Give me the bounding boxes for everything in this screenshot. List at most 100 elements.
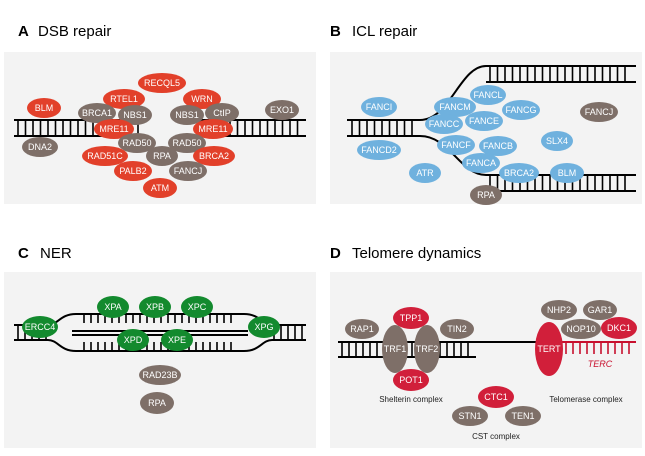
protein-shape [505,406,541,426]
protein-trf1: TRF1 [382,325,408,373]
protein-tert: TERT [535,322,563,376]
protein-icl-rpa: RPA [470,185,502,205]
protein-shape [561,319,601,339]
ner-top-basepairs [83,314,232,323]
protein-shape [393,307,429,329]
protein-shape [94,119,134,139]
protein-label: FANCE [469,116,499,126]
protein-shape [139,296,171,318]
protein-shape [169,161,207,181]
protein-shape [205,103,239,123]
protein-label: TPP1 [400,313,423,323]
icl-dna-strands [347,65,636,192]
protein-label: XPE [168,335,186,345]
protein-shape [541,300,577,320]
protein-rad51c: RAD51C [82,146,128,166]
protein-label: RPA [148,398,166,408]
protein-label: XPD [124,335,143,345]
protein-label: FANCI [366,102,393,112]
protein-slx4: SLX4 [541,131,573,151]
protein-label: FANCF [441,140,471,150]
protein-shape [168,133,206,153]
protein-rad50-right: RAD50 [168,133,206,153]
protein-rap1: RAP1 [345,319,379,339]
protein-label: BRCA2 [199,151,229,161]
protein-label: TRF2 [416,344,439,354]
protein-label: RAD50 [122,138,151,148]
protein-rtel1: RTEL1 [103,89,145,109]
protein-label: FANCB [483,141,513,151]
protein-label: RAD51C [87,151,123,161]
panel-c-letter: C [18,245,29,262]
protein-shape [583,300,617,320]
protein-label: TIN2 [447,324,467,334]
icl-top-basepairs [489,66,626,82]
protein-label: MRE11 [198,124,227,134]
protein-nbs1-left: NBS1 [118,105,152,125]
protein-label: RTEL1 [110,94,138,104]
protein-label: FANCM [439,102,471,112]
protein-nop10: NOP10 [561,319,601,339]
protein-shape [22,137,58,157]
protein-atr: ATR [409,163,441,183]
dsb-proteins: RECQL5 RTEL1 WRN BLM BRCA1 NBS1 NBS1 CtI… [22,73,299,198]
panel-b-title: ICL repair [352,23,417,40]
icl-left-basepairs [351,120,413,136]
protein-gar1: GAR1 [583,300,617,320]
panel-a-title: DSB repair [38,23,111,40]
protein-recql5: RECQL5 [138,73,186,93]
protein-shape [193,146,235,166]
protein-shape [181,296,213,318]
terc-label: TERC [588,359,613,369]
terc-template-basepairs [565,342,630,354]
protein-nbs1-right: NBS1 [170,105,204,125]
protein-exo1: EXO1 [265,100,299,120]
protein-fancc: FANCC [425,114,463,134]
protein-shape [478,386,514,408]
protein-label: FANCD2 [361,145,397,155]
telomere-proteins: TPP1 RAP1 TIN2 TRF1 TRF2 POT1 CTC1 STN1 … [345,300,637,426]
protein-shape [139,365,181,385]
protein-shape [345,319,379,339]
protein-shape [437,135,475,155]
protein-shape [382,325,408,373]
panel-b-letter: B [330,23,341,40]
protein-shape [140,392,174,414]
protein-label: NBS1 [175,110,199,120]
protein-rad50-left: RAD50 [118,133,156,153]
protein-shape [393,369,429,391]
protein-fanca: FANCA [462,153,500,173]
protein-dna2: DNA2 [22,137,58,157]
protein-label: ERCC4 [25,322,56,332]
protein-rad23b: RAD23B [139,365,181,385]
protein-label: CTC1 [484,392,508,402]
protein-palb2: PALB2 [114,161,152,181]
protein-dkc1: DKC1 [601,317,637,339]
protein-fance: FANCE [465,111,503,131]
protein-xpc: XPC [181,296,213,318]
protein-tin2: TIN2 [440,319,474,339]
protein-shape [409,163,441,183]
protein-shape [97,296,129,318]
protein-brca2: BRCA2 [193,146,235,166]
protein-label: FANCJ [174,166,203,176]
protein-label: FANCL [473,90,502,100]
protein-shape [361,97,397,117]
protein-shape [601,317,637,339]
protein-shape [479,136,517,156]
protein-xpd: XPD [117,329,149,351]
telomerase-complex-label: Telomerase complex [549,395,622,404]
protein-shape [541,131,573,151]
protein-label: MRE11 [99,124,128,134]
protein-label: NOP10 [566,324,596,334]
protein-fancl: FANCL [470,85,506,105]
protein-label: XPG [254,322,273,332]
cst-complex-label: CST complex [472,432,520,441]
ner-right-basepairs [273,325,303,340]
protein-nhp2: NHP2 [541,300,577,320]
protein-label: GAR1 [588,305,613,315]
protein-shape [117,329,149,351]
protein-label: STN1 [458,411,481,421]
protein-pot1: POT1 [393,369,429,391]
protein-fanci: FANCI [361,97,397,117]
